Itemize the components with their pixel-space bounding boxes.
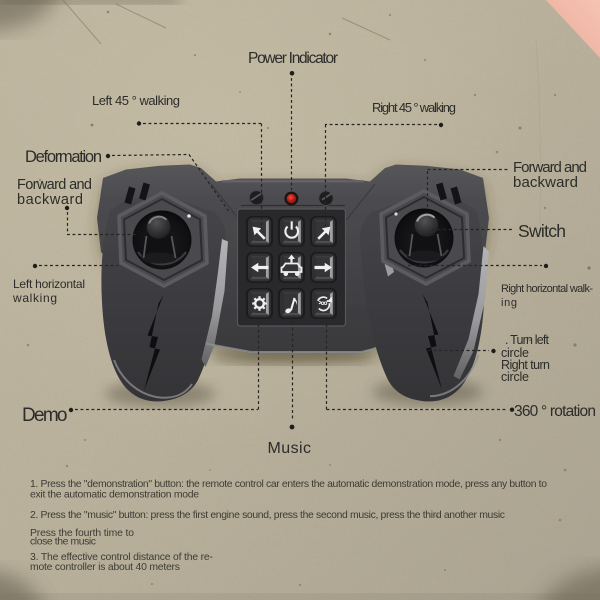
svg-text:Music: Music — [268, 440, 312, 457]
svg-text:3. The effective control dista: 3. The effective control distance of the… — [30, 552, 213, 563]
svg-text:Left 45 ° walking: Left 45 ° walking — [92, 93, 180, 108]
svg-text:360 ° rotation: 360 ° rotation — [514, 403, 596, 420]
svg-text:Power Indicator: Power Indicator — [248, 50, 338, 67]
svg-text:Press the fourth time to: Press the fourth time to — [30, 528, 134, 539]
svg-text:circle: circle — [501, 346, 529, 360]
svg-text:Demo: Demo — [22, 405, 68, 426]
svg-text:Right horizontal walk-: Right horizontal walk- — [501, 283, 593, 295]
svg-text:walking: walking — [12, 291, 57, 305]
svg-text:Switch: Switch — [518, 221, 566, 241]
svg-text:. Turn left: . Turn left — [505, 333, 550, 347]
svg-text:1. Press the "demonstration" b: 1. Press the "demonstration" button: the… — [30, 479, 547, 490]
svg-text:backward: backward — [513, 174, 578, 191]
svg-text:backward: backward — [17, 192, 83, 208]
svg-text:ing: ing — [501, 297, 517, 309]
svg-text:Deformation: Deformation — [25, 148, 102, 166]
svg-text:Right turn: Right turn — [501, 358, 550, 372]
svg-text:Left horizontal: Left horizontal — [13, 277, 85, 291]
svg-text:circle: circle — [501, 370, 529, 384]
svg-text:close the music: close the music — [30, 537, 96, 548]
svg-text:exit the automatic demonstrati: exit the automatic demonstration mode — [30, 490, 199, 501]
svg-text:Forward and: Forward and — [17, 177, 92, 193]
svg-text:Forward and: Forward and — [513, 159, 587, 176]
svg-text:Right 45 ° walking: Right 45 ° walking — [372, 100, 456, 115]
svg-text:mote controller is about 40 me: mote controller is about 40 meters — [30, 562, 180, 573]
svg-text:2. Press the "music" button: p: 2. Press the "music" button: press the f… — [30, 510, 505, 521]
